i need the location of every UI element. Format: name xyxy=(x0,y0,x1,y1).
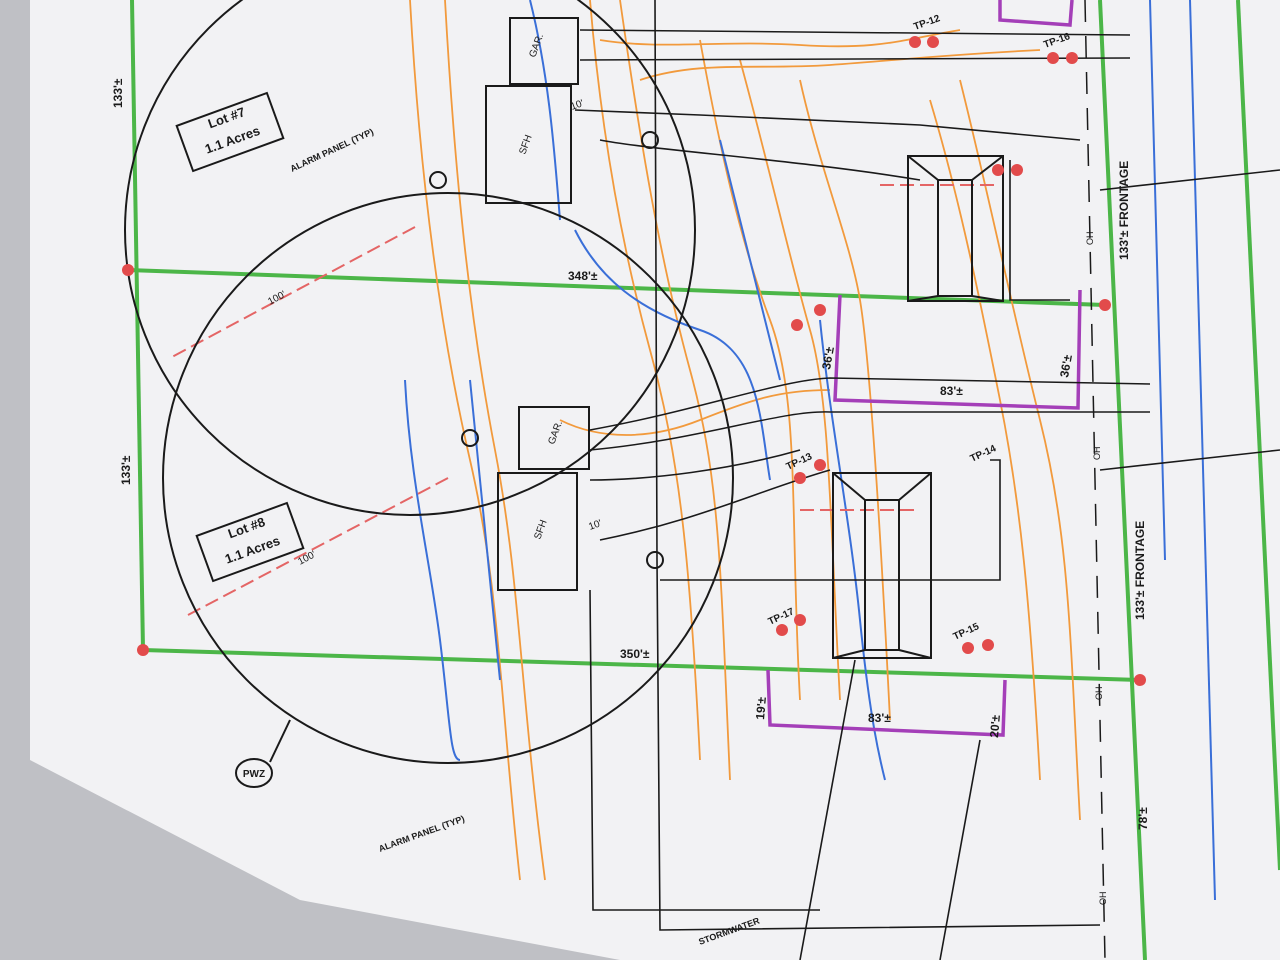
oh-label-4: OH xyxy=(1098,892,1108,906)
lot-line-right xyxy=(1236,0,1280,871)
lot8-label-box xyxy=(195,501,305,583)
envelope-top xyxy=(998,0,1074,27)
pwz-bubble: PWZ xyxy=(235,719,291,788)
dim-frontage-b: 133'± FRONTAGE xyxy=(1133,521,1147,620)
offset-10b: 10' xyxy=(587,518,603,533)
dim-83b: 83'± xyxy=(868,711,891,725)
lot-lines xyxy=(127,0,1280,960)
oh-label-2: OH xyxy=(1092,447,1102,461)
water-lines xyxy=(404,0,1216,901)
dim-20: 20'± xyxy=(987,714,1003,738)
dim-36a: 36'± xyxy=(819,345,837,370)
envelope-lot8 xyxy=(766,669,1007,737)
buildings-lot7 xyxy=(485,17,590,591)
house-lot8 xyxy=(497,472,578,591)
lot-line-divider xyxy=(127,268,1106,307)
lot-line-rear xyxy=(130,0,145,651)
leach-field-lot8-inner xyxy=(864,499,900,651)
well-symbols xyxy=(429,131,664,569)
overhead-utility-line xyxy=(1084,0,1106,960)
envelope-lot7 xyxy=(833,289,1082,410)
lot-line-front xyxy=(1098,0,1147,960)
leach-field-lot8-outer xyxy=(832,472,932,659)
test-pit-markers xyxy=(776,36,1078,654)
garage-lot7 xyxy=(509,17,579,85)
dim-36b: 36'± xyxy=(1057,353,1075,378)
leach-fields xyxy=(832,155,1004,659)
paper-sheet xyxy=(30,0,1280,960)
dim-side-133b: 133'± xyxy=(119,455,133,485)
boundary-markers xyxy=(122,264,1146,686)
leach-field-lot7-inner xyxy=(937,179,973,297)
lot-line-bottom xyxy=(142,648,1141,682)
oh-label-1: OH xyxy=(1085,232,1095,246)
dim-19: 19'± xyxy=(753,696,769,720)
dim-78: 78'± xyxy=(1136,807,1150,830)
garage-lot8 xyxy=(518,406,590,470)
lot7-label-box xyxy=(175,91,285,173)
well-radius-circles xyxy=(124,0,734,764)
house-lot7 xyxy=(485,85,572,204)
offset-10a: 10' xyxy=(569,98,585,113)
well-circle-lot7 xyxy=(124,0,696,516)
oh-label-3: OH xyxy=(1094,687,1104,701)
dim-side-133a: 133'± xyxy=(111,78,125,108)
leach-field-lot7-outer xyxy=(907,155,1004,302)
septic-envelopes xyxy=(766,0,1082,737)
dim-83a: 83'± xyxy=(940,384,963,398)
driveways xyxy=(579,29,1151,451)
dim-350: 350'± xyxy=(620,647,650,661)
pwz-label: PWZ xyxy=(243,769,265,780)
well-circle-lot8 xyxy=(162,192,734,764)
dim-frontage-a: 133'± FRONTAGE xyxy=(1117,161,1131,260)
dim-348: 348'± xyxy=(568,269,598,283)
